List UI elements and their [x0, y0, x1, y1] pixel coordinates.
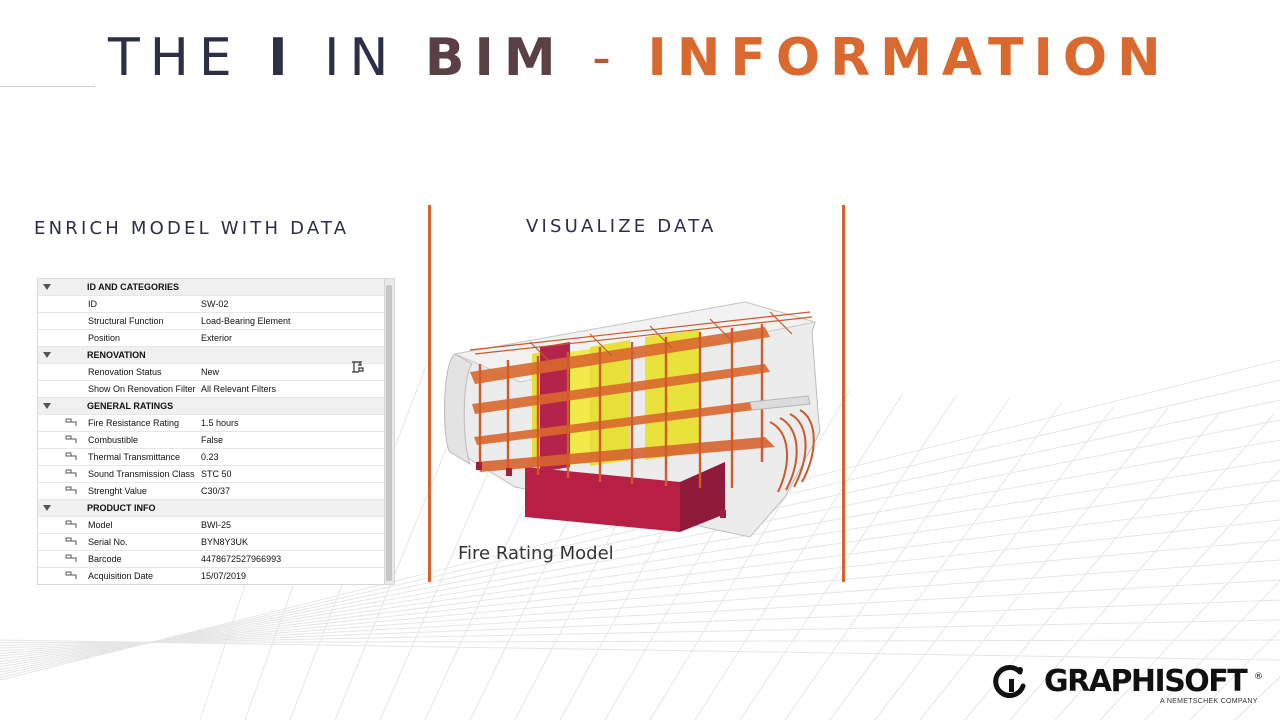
link-icon	[65, 452, 77, 460]
property-value[interactable]: Load-Bearing Element	[201, 316, 291, 326]
visual-caption: Fire Rating Model	[458, 543, 614, 564]
title-part-in: IN	[297, 28, 425, 88]
property-panel-scrollbar[interactable]	[384, 279, 394, 584]
divider-right	[842, 205, 845, 582]
property-group-header[interactable]: ID AND CATEGORIES	[38, 279, 394, 296]
visualize-heading: VISUALIZE DATA	[526, 216, 717, 237]
triangle-down-icon[interactable]	[43, 352, 51, 358]
property-value[interactable]: 15/07/2019	[201, 571, 247, 581]
property-label: Model	[88, 520, 113, 530]
logo-subtitle: A NEMETSCHEK COMPANY	[1160, 698, 1258, 705]
property-row[interactable]: Combustible False	[38, 432, 394, 449]
property-value[interactable]: STC 50	[201, 469, 232, 479]
page-title: THE I IN BIM - INFORMATION	[108, 28, 1171, 88]
scrollbar-thumb[interactable]	[386, 285, 392, 581]
property-value[interactable]: Exterior	[201, 333, 233, 343]
property-value[interactable]: 0.23	[201, 452, 219, 462]
property-label: Acquisition Date	[88, 571, 154, 581]
fire-rating-building-model	[444, 301, 821, 538]
title-part-i: I	[268, 28, 298, 88]
property-value[interactable]: New	[201, 367, 220, 377]
property-value[interactable]: False	[201, 435, 224, 445]
property-value[interactable]: BYN8Y3UK	[201, 537, 249, 547]
property-row[interactable]: Strenght Value C30/37	[38, 483, 394, 500]
logo-wordmark: GRAPHISOFT	[1044, 664, 1248, 699]
graphisoft-logo: GRAPHISOFT ® A NEMETSCHEK COMPANY	[992, 662, 1264, 712]
property-label: ID	[88, 299, 97, 309]
link-icon	[65, 469, 77, 477]
property-group-header[interactable]: GENERAL RATINGS	[38, 398, 394, 415]
property-group-name: ID AND CATEGORIES	[87, 282, 180, 292]
property-value[interactable]: BWI-25	[201, 520, 232, 530]
property-label: Barcode	[88, 554, 122, 564]
property-group-header[interactable]: RENOVATION	[38, 347, 394, 364]
triangle-down-icon[interactable]	[43, 505, 51, 511]
title-part-bim: BIM	[424, 28, 566, 88]
property-row[interactable]: Serial No. BYN8Y3UK	[38, 534, 394, 551]
graphisoft-logo-icon	[993, 665, 1026, 698]
property-label: Position	[88, 333, 121, 343]
title-part-dash: -	[565, 28, 648, 88]
property-row[interactable]: Structural Function Load-Bearing Element	[38, 313, 394, 330]
property-label: Renovation Status	[88, 367, 162, 377]
property-value[interactable]: All Relevant Filters	[201, 384, 277, 394]
property-row[interactable]: Barcode 4478672527966993	[38, 551, 394, 568]
top-left-accent-line	[0, 86, 95, 87]
property-row[interactable]: Acquisition Date 15/07/2019	[38, 568, 394, 584]
property-group-header[interactable]: PRODUCT INFO	[38, 500, 394, 517]
property-row[interactable]: Thermal Transmittance 0.23	[38, 449, 394, 466]
link-icon	[65, 418, 77, 426]
property-label: Sound Transmission Class	[88, 469, 195, 479]
property-row[interactable]: Show On Renovation Filter All Relevant Fi…	[38, 381, 394, 398]
enrich-heading: ENRICH MODEL WITH DATA	[34, 218, 350, 239]
property-label: Fire Resistance Rating	[88, 418, 180, 428]
property-row[interactable]: ID SW-02	[38, 296, 394, 313]
property-row[interactable]: Renovation Status New	[38, 364, 394, 381]
link-icon	[65, 486, 77, 494]
property-row[interactable]: Position Exterior	[38, 330, 394, 347]
property-row[interactable]: Model BWI-25	[38, 517, 394, 534]
property-value[interactable]: C30/37	[201, 486, 231, 496]
triangle-down-icon[interactable]	[43, 403, 51, 409]
property-group-name: PRODUCT INFO	[87, 503, 156, 513]
logo-registered-mark: ®	[1254, 672, 1263, 682]
crane-cursor-icon	[352, 361, 364, 373]
property-label: Serial No.	[88, 537, 128, 547]
property-value[interactable]: 4478672527966993	[201, 554, 282, 564]
property-value[interactable]: 1.5 hours	[201, 418, 239, 428]
link-icon	[65, 537, 77, 545]
link-icon	[65, 571, 77, 579]
property-group-name: GENERAL RATINGS	[87, 401, 174, 411]
property-value[interactable]: SW-02	[201, 299, 229, 309]
link-icon	[65, 520, 77, 528]
property-label: Combustible	[88, 435, 139, 445]
triangle-down-icon[interactable]	[43, 284, 51, 290]
property-label: Show On Renovation Filter	[88, 384, 196, 394]
title-part-information: INFORMATION	[647, 28, 1171, 88]
link-icon	[65, 554, 77, 562]
link-icon	[65, 435, 77, 443]
property-label: Strenght Value	[88, 486, 147, 496]
title-part-the: THE	[108, 28, 269, 88]
divider-left	[428, 205, 431, 582]
property-row[interactable]: Sound Transmission Class STC 50	[38, 466, 394, 483]
property-group-name: RENOVATION	[87, 350, 146, 360]
property-label: Structural Function	[88, 316, 164, 326]
property-label: Thermal Transmittance	[88, 452, 181, 462]
property-row[interactable]: Fire Resistance Rating 1.5 hours	[38, 415, 394, 432]
